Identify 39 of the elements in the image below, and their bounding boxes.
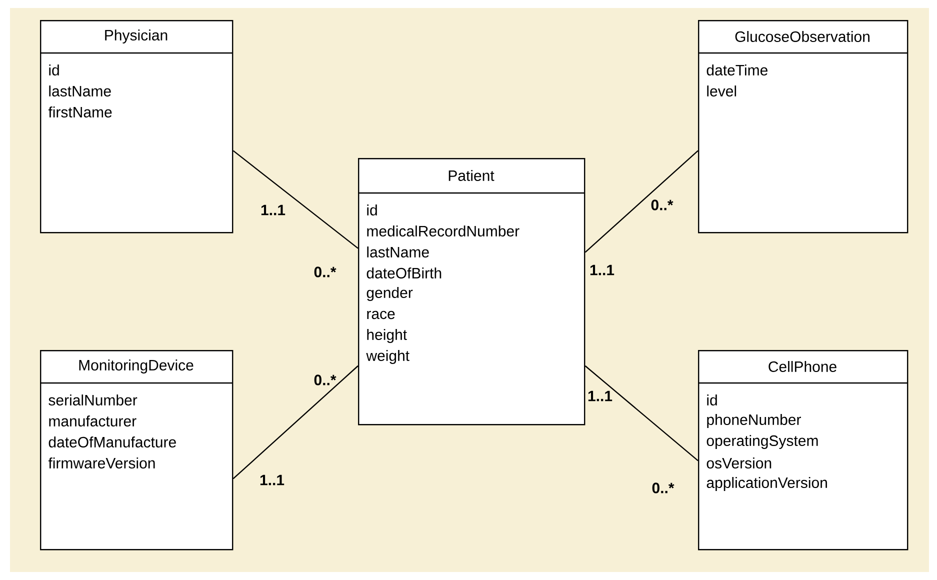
attribute-text: dateOfManufacture <box>48 436 176 448</box>
attribute-text: manufacturer <box>49 416 136 426</box>
attribute-text: osVersion <box>706 457 772 468</box>
attribute-text: height <box>367 329 407 343</box>
attribute-text: dateTime <box>706 64 768 76</box>
multiplicity-label: 1..1 <box>590 264 614 276</box>
attribute-text: applicationVersion <box>706 477 827 491</box>
multiplicity-label: 0..* <box>651 200 674 210</box>
class-name: CellPhone <box>768 360 836 372</box>
multiplicity-label: 0..* <box>652 482 674 494</box>
attribute-text: id <box>49 64 59 76</box>
attribute-text: lastName <box>367 246 429 258</box>
multiplicity-label: 1..1 <box>260 474 284 486</box>
attribute-text: dateOfBirth <box>366 267 442 278</box>
association-line <box>584 150 698 253</box>
association-line <box>232 150 358 249</box>
attribute-text: medicalRecordNumber <box>367 225 520 236</box>
attribute-text: id <box>367 204 377 216</box>
attribute-text: phoneNumber <box>707 414 801 428</box>
class-name: Patient <box>448 170 494 181</box>
association-line <box>584 365 698 462</box>
attribute-text: operatingSystem <box>706 435 818 449</box>
attribute-text: serialNumber <box>48 394 138 406</box>
multiplicity-label: 0..* <box>314 374 336 386</box>
class-name: GlucoseObservation <box>735 31 870 42</box>
multiplicity-label: 1..1 <box>261 204 286 216</box>
association-line <box>232 365 358 480</box>
attribute-text: lastName <box>49 86 111 96</box>
attribute-text: firstName <box>48 106 112 118</box>
attribute-text: firmwareVersion <box>48 457 155 468</box>
attribute-text: weight <box>366 350 410 364</box>
class-name: Physician <box>105 30 168 44</box>
attribute-text: gender <box>366 287 413 301</box>
attribute-text: id <box>707 394 717 406</box>
attribute-text: race <box>367 310 395 320</box>
multiplicity-label: 0..* <box>314 266 336 278</box>
attribute-text: level <box>707 86 736 96</box>
multiplicity-label: 1..1 <box>588 390 612 402</box>
class-name: MonitoringDevice <box>79 360 194 374</box>
